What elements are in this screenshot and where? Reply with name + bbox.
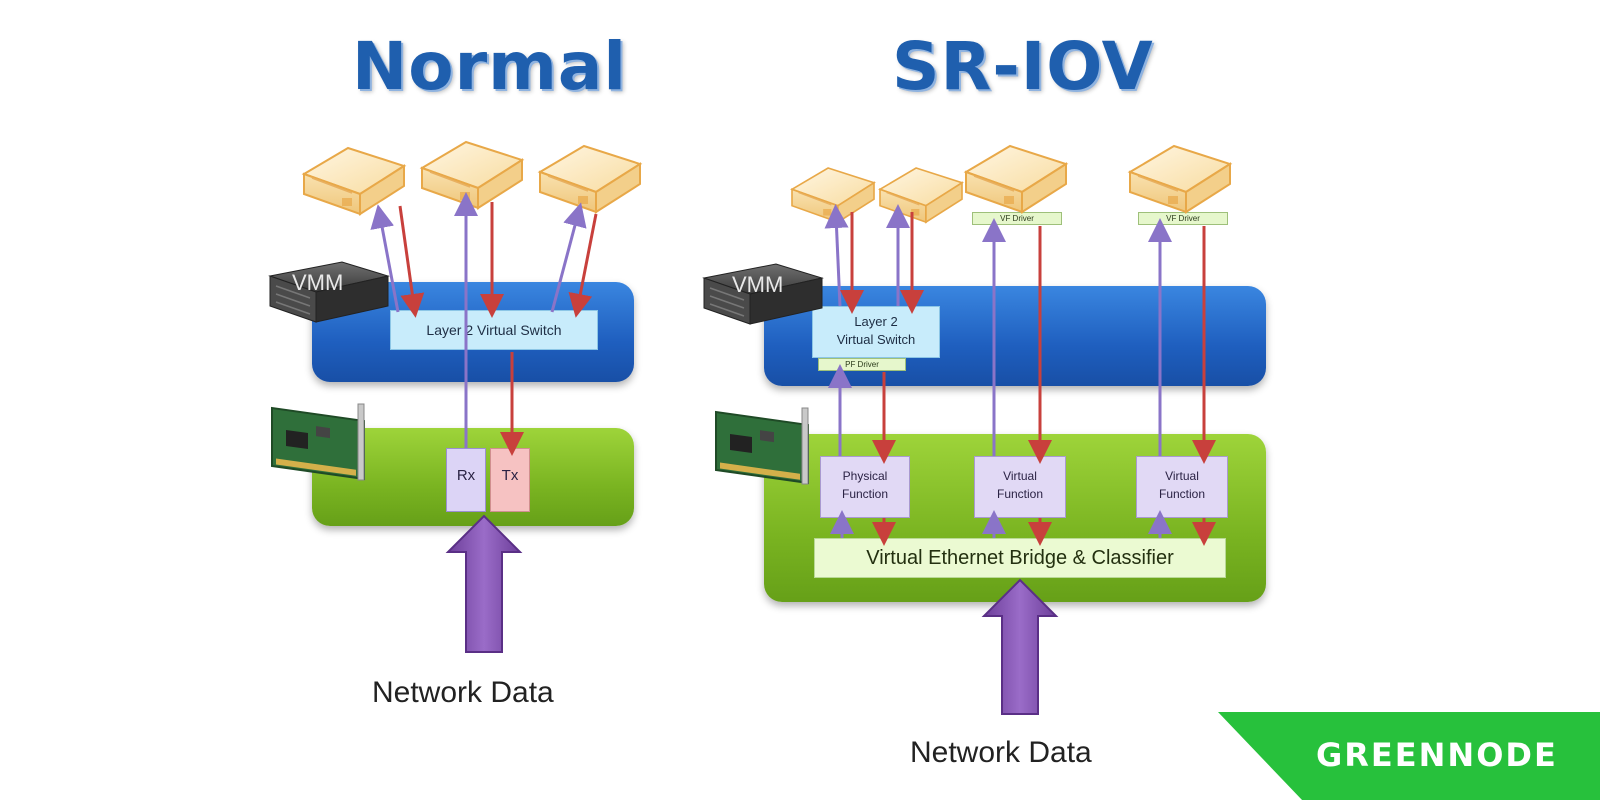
sriov-switch-line1: Layer 2 — [854, 314, 898, 329]
normal-network-data-arrow — [445, 514, 523, 653]
sriov-network-data-arrow — [981, 578, 1059, 715]
physical-function-box: Physical Function — [820, 456, 910, 518]
normal-tx-arrow-vm1 — [398, 205, 425, 318]
sriov-vm-server-icon-1 — [791, 167, 875, 223]
sriov-layer2-switch: Layer 2 Virtual Switch — [812, 306, 940, 358]
normal-tx-box: Tx — [490, 448, 530, 512]
normal-vm-server-icon-1 — [303, 147, 405, 215]
sriov-vm-server-icon-3 — [965, 145, 1067, 213]
sriov-nic-card-icon — [715, 407, 809, 485]
normal-rx-arrow-vm1 — [370, 204, 400, 313]
bridge-label: Virtual Ethernet Bridge & Classifier — [866, 547, 1174, 569]
normal-rx-box: Rx — [446, 448, 486, 512]
normal-rx-label: Rx — [456, 467, 476, 484]
virtual-function-1-line1: Virtual — [1003, 469, 1037, 483]
normal-nic-card-icon — [271, 403, 365, 481]
sriov-vm-server-icon-2 — [879, 167, 963, 223]
sriov-network-data-label: Network Data — [910, 736, 1092, 769]
sriov-title: SR-IOV — [892, 28, 1154, 105]
virtual-function-box-2: Virtual Function — [1136, 456, 1228, 518]
sriov-vm-server-icon-4 — [1129, 145, 1231, 213]
greennode-logo-text: GREENNODE — [1316, 736, 1558, 774]
physical-function-line1: Physical — [842, 469, 888, 483]
physical-function-line2: Function — [841, 487, 889, 501]
normal-network-data-label: Network Data — [372, 676, 554, 709]
normal-tx-label: Tx — [501, 467, 519, 484]
sriov-rx-arrow-vm1 — [824, 204, 849, 307]
normal-switch-label: Layer 2 Virtual Switch — [426, 322, 562, 338]
virtual-function-1-line2: Function — [996, 487, 1044, 501]
normal-vmm-label: VMM — [292, 270, 344, 295]
normal-vm-server-icon-3 — [539, 145, 641, 213]
normal-tx-arrow-vm3 — [568, 213, 598, 318]
virtual-function-box-1: Virtual Function — [974, 456, 1066, 518]
sriov-vmm-label: VMM — [732, 272, 784, 297]
normal-vm-server-icon-2 — [421, 141, 523, 209]
virtual-function-2-line2: Function — [1158, 487, 1206, 501]
normal-title: Normal — [352, 28, 628, 105]
normal-rx-arrow-vm3 — [550, 202, 587, 313]
virtual-function-2-line1: Virtual — [1165, 469, 1199, 483]
sriov-switch-line2: Virtual Switch — [836, 332, 916, 347]
